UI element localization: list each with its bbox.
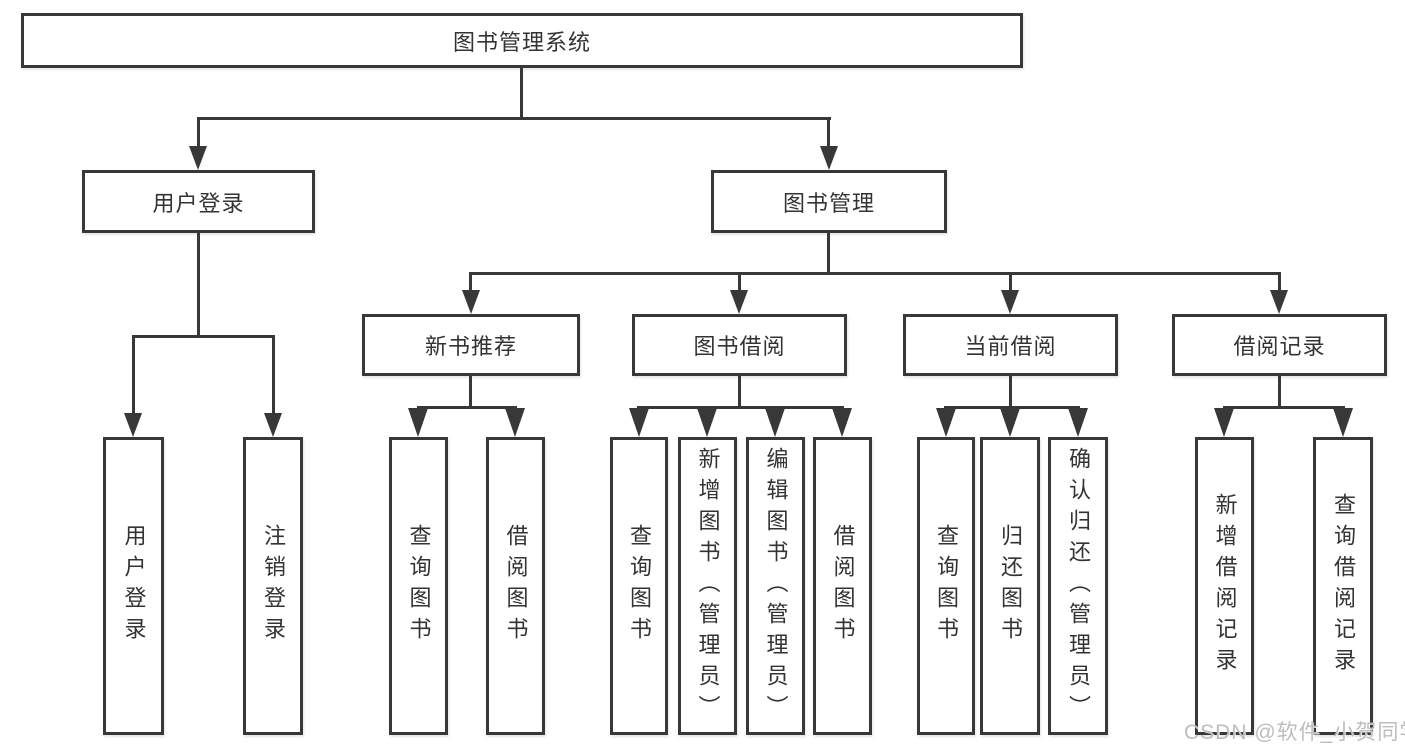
arrowhead-borrow-books-recommend <box>505 408 525 437</box>
leaf-confirm-return-admin: 确认归还（管理员） <box>1048 437 1108 735</box>
connector-user-login-stem <box>197 233 200 337</box>
connector-recommend-rail <box>417 406 517 409</box>
connector-to-leaf-user-login <box>132 335 135 415</box>
leaf-user-login: 用户登录 <box>103 437 164 735</box>
node-current-borrowing: 当前借阅 <box>903 314 1118 376</box>
connector-records-stem <box>1278 376 1281 409</box>
connector-management-stem <box>827 233 830 274</box>
leaf-query-books-current: 查询图书 <box>917 437 975 735</box>
node-user-login-branch: 用户登录 <box>82 170 315 233</box>
leaf-label: 用户登录 <box>121 524 147 648</box>
connector-level2-rail <box>469 272 1281 275</box>
leaf-label: 归还图书 <box>998 524 1023 648</box>
arrowhead-leaf-user-login <box>124 413 142 437</box>
leaf-label: 查询图书 <box>406 524 432 648</box>
connector-current-stem <box>1009 376 1012 409</box>
connector-user-login-rail <box>132 335 275 338</box>
leaf-add-books-admin: 新增图书（管理员） <box>678 437 737 735</box>
connector-recommend-stem <box>469 376 472 409</box>
node-label: 图书借阅 <box>693 334 786 359</box>
connector-to-borrowing <box>738 272 741 292</box>
node-label: 借阅记录 <box>1233 334 1326 359</box>
arrowhead-borrow-books <box>832 408 852 437</box>
arrowhead-query-books-current <box>936 408 956 437</box>
leaf-label: 借阅图书 <box>830 524 856 648</box>
arrowhead-current <box>1001 290 1019 314</box>
node-label: 新书推荐 <box>424 334 517 359</box>
connector-to-leaf-logout <box>272 335 275 415</box>
connector-to-recommend <box>469 272 472 292</box>
connector-current-rail <box>944 406 1080 409</box>
arrowhead-edit-books-admin <box>765 408 785 437</box>
csdn-watermark: CSDN @软件_小贺同学 <box>1184 721 1405 744</box>
arrowhead-leaf-logout <box>264 413 282 437</box>
leaf-label: 查询借阅记录 <box>1331 493 1356 679</box>
arrowhead-user-login <box>189 146 207 170</box>
connector-borrowing-stem <box>738 376 741 409</box>
arrowhead-return-books <box>1000 408 1020 437</box>
node-label: 当前借阅 <box>964 334 1057 359</box>
arrowhead-borrowing <box>730 290 748 314</box>
arrowhead-query-books-borrowing <box>629 408 649 437</box>
node-label: 图书管理系统 <box>452 29 591 55</box>
node-root-library-system: 图书管理系统 <box>21 13 1023 68</box>
arrowhead-book-management <box>820 146 838 170</box>
node-label: 图书管理 <box>782 190 875 216</box>
arrowhead-query-books-recommend <box>408 408 428 437</box>
leaf-borrow-books: 借阅图书 <box>813 437 872 735</box>
leaf-return-books: 归还图书 <box>980 437 1040 735</box>
connector-to-book-management <box>827 117 830 150</box>
connector-root-stem <box>520 68 523 119</box>
node-borrow-records: 借阅记录 <box>1172 314 1387 376</box>
connector-to-user-login <box>197 117 200 150</box>
connector-level1-rail <box>197 117 831 120</box>
arrowhead-recommend <box>462 290 480 314</box>
arrowhead-confirm-return-admin <box>1068 408 1088 437</box>
connector-to-records <box>1278 272 1281 292</box>
node-book-borrowing: 图书借阅 <box>632 314 847 376</box>
leaf-label: 编辑图书（管理员） <box>763 446 789 726</box>
leaf-label: 查询图书 <box>934 524 959 648</box>
connector-records-rail <box>1223 406 1345 409</box>
leaf-add-borrow-record: 新增借阅记录 <box>1195 437 1254 735</box>
arrowhead-records <box>1270 290 1288 314</box>
leaf-borrow-books-recommend: 借阅图书 <box>486 437 545 735</box>
leaf-label: 借阅图书 <box>503 524 529 648</box>
node-label: 用户登录 <box>152 190 245 216</box>
leaf-query-books-borrowing: 查询图书 <box>610 437 668 735</box>
connector-borrowing-rail <box>637 406 844 409</box>
node-book-management: 图书管理 <box>711 170 947 233</box>
leaf-label: 新增图书（管理员） <box>695 446 721 726</box>
node-new-book-recommend: 新书推荐 <box>362 314 580 376</box>
leaf-label: 确认归还（管理员） <box>1066 446 1091 726</box>
leaf-edit-books-admin: 编辑图书（管理员） <box>746 437 805 735</box>
leaf-label: 新增借阅记录 <box>1212 493 1238 679</box>
arrowhead-add-borrow-record <box>1214 408 1234 437</box>
leaf-label: 查询图书 <box>627 524 652 648</box>
arrowhead-query-borrow-record <box>1333 408 1353 437</box>
leaf-label: 注销登录 <box>261 524 286 648</box>
leaf-query-borrow-record: 查询借阅记录 <box>1313 437 1373 735</box>
arrowhead-add-books-admin <box>697 408 717 437</box>
leaf-logout: 注销登录 <box>243 437 303 735</box>
leaf-query-books-recommend: 查询图书 <box>389 437 448 735</box>
connector-to-current <box>1009 272 1012 292</box>
